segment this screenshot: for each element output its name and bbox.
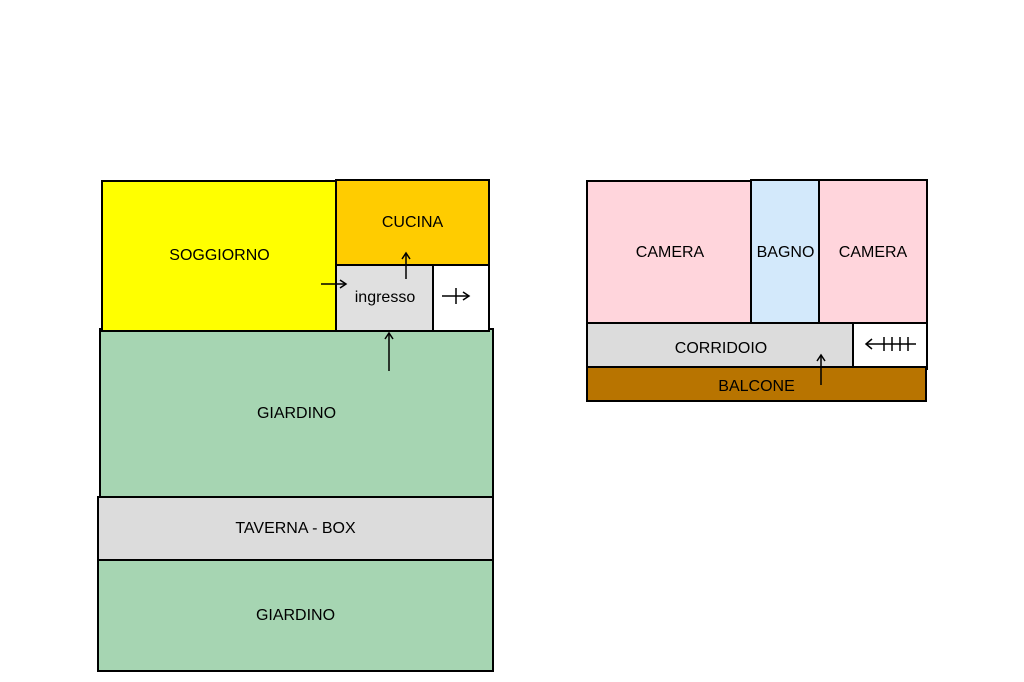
room-label-giardino-top: GIARDINO	[256, 405, 337, 422]
room-giardino-bottom: GIARDINO	[97, 559, 494, 672]
room-camera-left: CAMERA	[586, 180, 754, 326]
room-label-giardino-bottom: GIARDINO	[255, 606, 336, 624]
room-label-bagno: BAGNO	[756, 243, 815, 261]
room-ingresso: ingresso	[335, 264, 435, 332]
room-label-soggiorno: SOGGIORNO	[169, 247, 270, 264]
room-label-camera-left: CAMERA	[635, 244, 705, 261]
room-stairs-upper	[852, 322, 928, 370]
stairs-ground-icon	[442, 288, 471, 304]
room-label-ingresso: ingresso	[354, 289, 416, 306]
arrow-right-icon	[321, 279, 348, 289]
room-giardino-top: GIARDINO	[99, 328, 494, 500]
room-label-balcone: BALCONE	[718, 378, 795, 395]
room-balcone: BALCONE	[586, 366, 927, 402]
arrow-up-icon	[401, 251, 411, 279]
room-soggiorno: SOGGIORNO	[101, 180, 338, 332]
stairs-upper-icon	[864, 337, 916, 351]
room-label-taverna-box: TAVERNA - BOX	[235, 520, 356, 537]
room-label-cucina: CUCINA	[381, 214, 444, 231]
room-label-camera-right: CAMERA	[838, 243, 908, 261]
room-taverna-box: TAVERNA - BOX	[97, 496, 494, 562]
room-stairs-ground	[432, 264, 490, 332]
room-camera-right: CAMERA	[818, 179, 928, 326]
arrow-up-balcone-icon	[816, 353, 826, 385]
room-bagno: BAGNO	[750, 179, 821, 326]
room-label-corridoio: CORRIDOIO	[674, 340, 768, 357]
arrow-up-entrance-icon	[384, 331, 394, 371]
